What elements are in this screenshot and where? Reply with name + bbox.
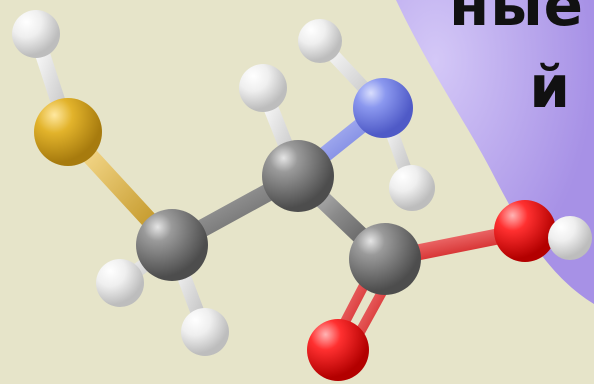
hydrogen-atom-nitrogen-top [298, 19, 342, 63]
hydrogen-atom-top-left [12, 10, 60, 58]
hydrogen-atom-top-center [239, 64, 287, 112]
hydrogen-atom-far-right [548, 216, 592, 260]
molecule-atoms [12, 10, 592, 381]
carbon-atom-center [262, 140, 334, 212]
headline-line-1: ныe [449, 0, 584, 39]
sulfur-atom [34, 98, 102, 166]
carbon-atom-left [136, 209, 208, 281]
oxygen-atom-bottom [307, 319, 369, 381]
headline-text-area: ныe й [414, 0, 594, 140]
oxygen-atom-right [494, 200, 556, 262]
carbon-atom-right [349, 223, 421, 295]
hydrogen-atom-bottom [181, 308, 229, 356]
headline-line-2: й [529, 53, 570, 121]
nitrogen-atom [353, 78, 413, 138]
hydrogen-atom-left [96, 259, 144, 307]
hydrogen-atom-nitrogen-bottom [389, 165, 435, 211]
